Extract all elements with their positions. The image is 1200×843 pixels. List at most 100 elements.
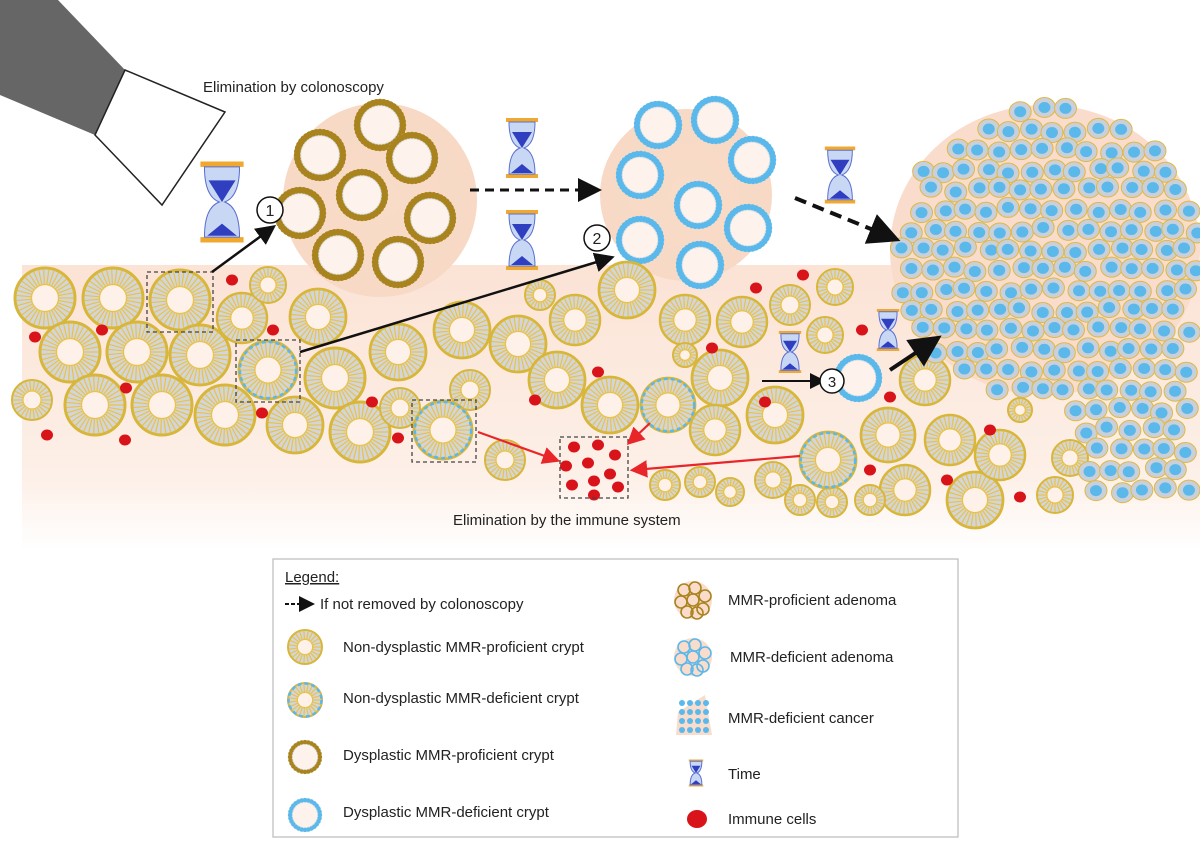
immune-elimination-box <box>559 436 629 499</box>
ndp-crypt <box>484 439 526 481</box>
cancer-cell <box>931 239 955 261</box>
cancer-cell <box>931 162 955 184</box>
cancer-cell <box>1162 419 1186 441</box>
cancer-cell <box>1010 221 1034 243</box>
cancer-cell <box>932 317 956 339</box>
immune-cell <box>797 269 809 281</box>
dp-crypt <box>311 228 365 282</box>
ndd-crypt <box>237 339 299 401</box>
cancer-cell <box>1153 477 1177 499</box>
cancer-cell <box>1106 157 1130 179</box>
cancer-cell <box>1029 178 1053 200</box>
progression-arrows <box>211 178 942 389</box>
immune-cell <box>856 324 868 336</box>
cancer-cell <box>1118 419 1142 441</box>
legend-label: Non-dysplastic MMR-proficient crypt <box>343 639 585 656</box>
cancer-cell <box>954 318 978 340</box>
cancer-cell <box>996 238 1020 260</box>
immune-elimination-arrows <box>477 422 801 478</box>
highlight-box <box>411 399 477 463</box>
ndp-crypt <box>658 293 712 347</box>
cancer-cell <box>1095 416 1119 438</box>
cancer-cell <box>1087 201 1111 223</box>
immune-cell <box>884 391 896 403</box>
ndp-crypt <box>945 470 1005 530</box>
immune-cell <box>96 324 108 336</box>
ndp-crypt <box>265 395 325 455</box>
cancer-cell <box>1139 381 1163 403</box>
cancer-cell <box>985 338 1009 360</box>
cancer-cell <box>1132 160 1156 182</box>
cancer-cell <box>946 341 970 363</box>
cancer-cell <box>1161 338 1185 360</box>
cancer-cell <box>974 280 998 302</box>
immune-cell <box>568 441 580 453</box>
immune-cell <box>226 274 238 286</box>
cancer-cell <box>943 220 967 242</box>
ndp-crypt <box>580 375 640 435</box>
immune-cell <box>1014 491 1026 503</box>
cancer-cell <box>985 379 1009 401</box>
cancer-cell <box>1141 177 1165 199</box>
cancer-cell <box>963 260 987 282</box>
cancer-cell <box>1128 318 1152 340</box>
hourglass-icon <box>778 331 802 373</box>
cancer-cell <box>1032 96 1056 118</box>
cancer-icon <box>676 695 712 735</box>
cancer-cell <box>1052 178 1076 200</box>
cancer-cell <box>1108 358 1132 380</box>
ndp-crypt <box>923 413 977 467</box>
ndp-crypt <box>806 316 844 354</box>
ndp-crypt <box>13 266 77 330</box>
cancer-cell <box>1131 397 1155 419</box>
ndp-crypt <box>898 353 952 407</box>
cancer-cell <box>1128 201 1152 223</box>
ndp-crypt <box>878 463 932 517</box>
legend-label: Dysplastic MMR-deficient crypt <box>343 804 550 821</box>
dd-crypt <box>723 203 773 253</box>
cancer-cell <box>1053 97 1077 119</box>
cancer-cell <box>1128 280 1152 302</box>
ndp-crypt <box>130 373 194 437</box>
cancer-cell <box>1185 222 1200 244</box>
cancer-cell <box>1139 338 1163 360</box>
cancer-cell <box>1174 278 1198 300</box>
cancer-cell <box>1141 257 1165 279</box>
ndp-crypt <box>81 266 145 330</box>
cancer-cell <box>996 196 1020 218</box>
cancer-cell <box>1019 278 1043 300</box>
ndp-crypt <box>973 428 1027 482</box>
cancer-cell <box>1155 239 1179 261</box>
ndp-crypt <box>249 266 287 304</box>
immune-elimination-label: Elimination by the immune system <box>453 512 681 529</box>
cancer-cell <box>1175 397 1199 419</box>
svg-text:2: 2 <box>593 231 602 248</box>
ndp-crypt <box>287 629 323 665</box>
immune-cell <box>864 464 876 476</box>
ndp-crypt <box>105 320 169 384</box>
immune-cell <box>609 449 621 461</box>
ndp-crypt <box>148 268 212 332</box>
cancer-cell <box>1109 199 1133 221</box>
cancer-cell <box>1021 320 1045 342</box>
cancer-cell <box>910 202 934 224</box>
cancer-cell <box>1053 256 1077 278</box>
cancer-cell <box>1143 140 1167 162</box>
cancer-cell <box>966 299 990 321</box>
cancer-cell <box>1099 221 1123 243</box>
dd-crypt <box>690 95 740 145</box>
cancer-cell <box>1177 321 1200 343</box>
hourglass-icon <box>200 161 244 243</box>
ndp-crypt <box>1007 397 1033 423</box>
ndp-crypt <box>816 268 854 306</box>
cancer-cell <box>900 299 924 321</box>
hourglass-icon <box>688 759 704 787</box>
cancer-cell <box>1110 237 1134 259</box>
cancer-cell <box>987 141 1011 163</box>
cancer-cell <box>1172 237 1196 259</box>
cancer-cell <box>1120 258 1144 280</box>
cancer-cell <box>999 317 1023 339</box>
cancer-cell <box>1085 437 1109 459</box>
ndp-crypt <box>215 291 269 345</box>
cancer-cell <box>1109 118 1133 140</box>
